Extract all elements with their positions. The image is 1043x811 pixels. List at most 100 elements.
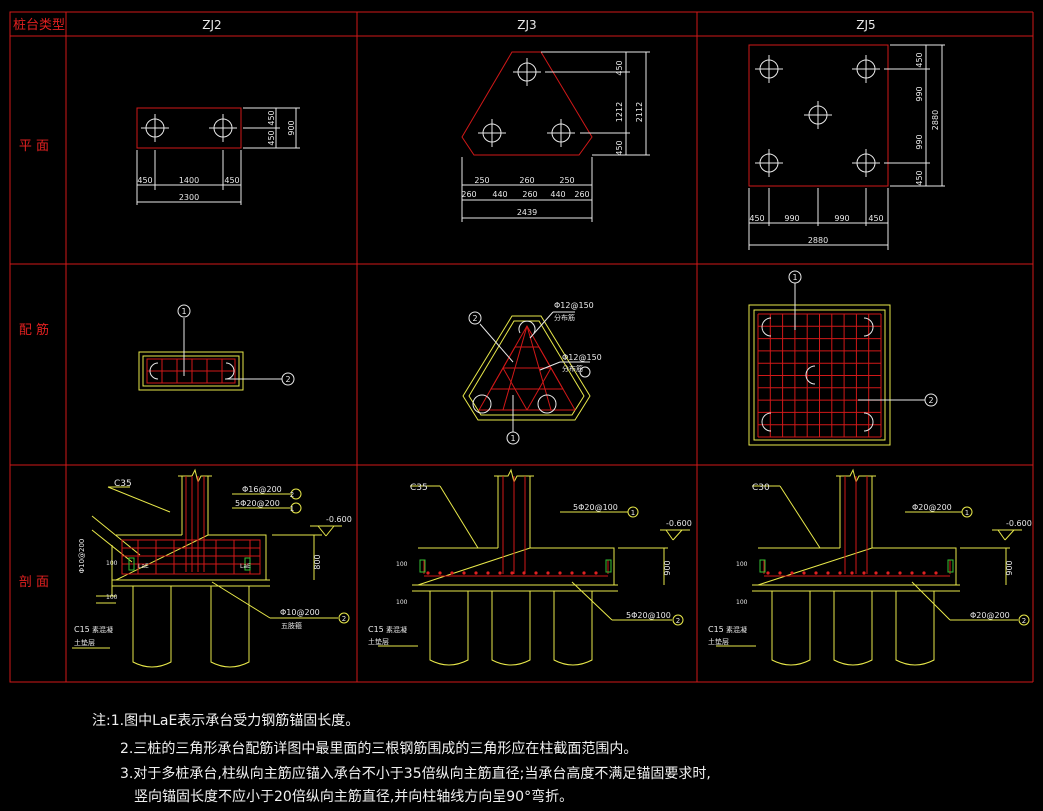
marker-1: 1 <box>510 434 515 443</box>
row-label-plan: 平 面 <box>19 139 49 154</box>
rebar-dot <box>826 571 830 575</box>
rebar-label-dist-1-sub: 分布筋 <box>554 313 575 322</box>
note-2: 2.三桩的三角形承台配筋详图中最里面的三根钢筋围成的三角形应在柱截面范围内。 <box>120 741 638 757</box>
plan-zj5: 450 990 990 450 2880 450 990 990 450 288… <box>748 44 945 250</box>
bar-label-1: 5Φ20@100 <box>573 503 618 512</box>
height-dim: 900 <box>663 560 672 575</box>
bar-label-2: Φ20@200 <box>970 611 1010 620</box>
marker-2: 2 <box>285 375 290 384</box>
bar-label-1: Φ16@200 <box>242 485 282 494</box>
rebar-dot <box>462 571 466 575</box>
dim-100: 100 <box>106 560 118 567</box>
base-label: 土垫层 <box>708 637 729 646</box>
dim: 1212 <box>615 102 624 122</box>
dim-100: 100 <box>736 561 748 568</box>
dim: 450 <box>224 176 239 185</box>
lae-label: LaE <box>138 563 149 570</box>
dim: 2112 <box>635 102 644 122</box>
rebar-zj5: 1 2 <box>748 270 938 446</box>
dim: 2880 <box>931 110 940 130</box>
rebar-dot <box>450 571 454 575</box>
bar-label-2: 5Φ20@100 <box>626 611 671 620</box>
dim: 450 <box>615 140 624 155</box>
dim: 450 <box>267 130 276 145</box>
rebar-dot <box>438 571 442 575</box>
c15-sub: 素混凝 <box>726 625 747 634</box>
section-zj3: C35 5Φ20@100 1 5Φ20@100 2 -0.600 900 100… <box>368 468 692 666</box>
dim: 250 <box>559 176 574 185</box>
marker: 1 <box>965 509 969 517</box>
dim: 2880 <box>808 236 828 245</box>
bar-label-1: Φ20@200 <box>912 503 952 512</box>
marker-2: 2 <box>928 396 933 405</box>
rebar-dot <box>766 571 770 575</box>
dim-100: 100 <box>396 561 408 568</box>
marker: 1 <box>631 509 635 517</box>
rebar-dot <box>850 571 854 575</box>
rebar-dot <box>790 571 794 575</box>
concrete-grade: C35 <box>410 483 428 493</box>
dim: 900 <box>287 120 296 135</box>
corner-label: 桩台类型 <box>13 18 65 33</box>
section-zj2: C35 Φ16@200 5Φ20@200 2 1 Φ10@200 五肢箍 2 Φ… <box>72 468 352 668</box>
marker: 2 <box>290 491 294 499</box>
dim: 450 <box>749 214 764 223</box>
rebar-dot <box>898 571 902 575</box>
dim: 990 <box>915 86 924 101</box>
dim-100: 100 <box>106 594 118 601</box>
concrete-grade: C30 <box>752 483 770 493</box>
dim: 990 <box>834 214 849 223</box>
rebar-dot <box>522 571 526 575</box>
rebar-dot <box>922 571 926 575</box>
section-zj5: C30 Φ20@200 1 Φ20@200 2 -0.600 900 100 1… <box>708 468 1032 666</box>
rebar-dot <box>862 571 866 575</box>
elevation: -0.600 <box>1006 519 1032 528</box>
dim: 260 <box>574 190 589 199</box>
dim: 990 <box>915 134 924 149</box>
dim: 2300 <box>179 193 199 202</box>
table-grid <box>9 11 1034 683</box>
rebar-label-dist-1: Φ12@150 <box>554 301 594 310</box>
rebar-dot <box>498 571 502 575</box>
rebar-dot <box>934 571 938 575</box>
concrete-grade: C35 <box>114 479 132 489</box>
column-header-zj5: ZJ5 <box>856 18 875 32</box>
rebar-dot <box>486 571 490 575</box>
base-label: 土垫层 <box>368 637 389 646</box>
rebar-dot <box>534 571 538 575</box>
c15-sub: 素混凝 <box>92 625 113 634</box>
dim: 260 <box>522 190 537 199</box>
note-1: 注:1.图中LaE表示承台受力钢筋锚固长度。 <box>92 713 360 729</box>
dim: 990 <box>784 214 799 223</box>
rebar-zj3: 2 1 Φ12@150 分布筋 Φ12@150 分布筋 <box>462 301 602 445</box>
plan-zj3: 450 1212 450 2112 250 260 250 260 440 26… <box>461 51 650 222</box>
elevation: -0.600 <box>666 519 692 528</box>
dim: 450 <box>137 176 152 185</box>
column-header-zj3: ZJ3 <box>517 18 536 32</box>
marker: 2 <box>1022 617 1026 625</box>
rebar-dot <box>510 571 514 575</box>
rebar-dot <box>474 571 478 575</box>
marker: 2 <box>342 615 346 623</box>
c15-label: C15 <box>708 625 724 634</box>
dim: 2439 <box>517 208 537 217</box>
rebar-dot <box>814 571 818 575</box>
rebar-dot <box>886 571 890 575</box>
rebar-dot <box>582 571 586 575</box>
rebar-dot <box>838 571 842 575</box>
dim-100: 100 <box>396 599 408 606</box>
elevation: -0.600 <box>326 515 352 524</box>
rebar-dot <box>802 571 806 575</box>
rebar-dot <box>570 571 574 575</box>
rebar-dot <box>546 571 550 575</box>
base-label: 土垫层 <box>74 638 95 647</box>
left-bar-label: Φ10@200 <box>78 539 86 574</box>
note-3: 3.对于多桩承台,柱纵向主筋应锚入承台不小于35倍纵向主筋直径;当承台高度不满足… <box>120 766 711 782</box>
dim-100: 100 <box>736 599 748 606</box>
dim: 440 <box>550 190 565 199</box>
bar-label-3: Φ10@200 <box>280 608 320 617</box>
row-label-section: 剖 面 <box>19 575 49 590</box>
rebar-dot <box>874 571 878 575</box>
bar-label-3-sub: 五肢箍 <box>281 621 302 630</box>
dim: 450 <box>267 110 276 125</box>
